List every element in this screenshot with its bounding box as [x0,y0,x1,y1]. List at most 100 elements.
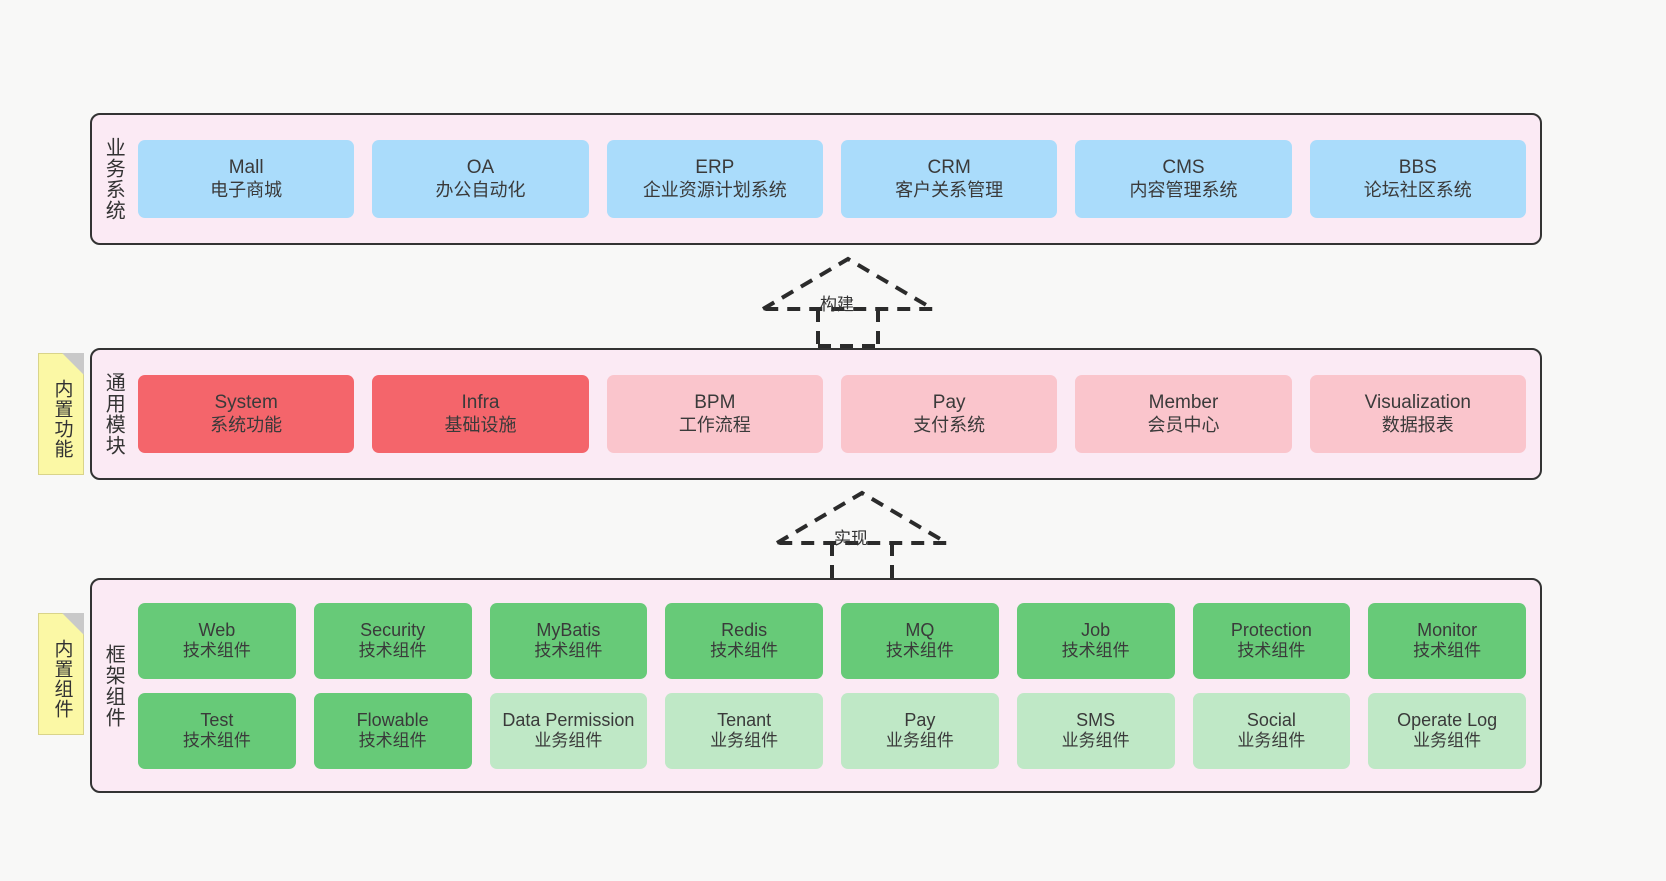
common-box-member-cn: 会员中心 [1147,414,1220,435]
common-box-bpm-en: BPM [694,391,736,413]
business-box-mall-cn: 电子商城 [210,179,283,200]
framework-box-redis[interactable]: Redis 技术组件 [665,602,823,679]
framework-box-tenant-cn: 业务组件 [710,731,779,751]
business-box-bbs-cn: 论坛社区系统 [1363,179,1472,200]
connector-implement-label: 实现 [834,529,868,548]
common-box-infra-cn: 基础设施 [444,414,517,435]
layer-business-system-title: 业务系统 [102,137,125,221]
framework-box-protection-cn: 技术组件 [1237,641,1306,661]
business-box-crm-cn: 客户关系管理 [895,179,1004,200]
common-box-visualization[interactable]: Visualization 数据报表 [1309,375,1526,453]
note-builtin-component: 内置组件 [38,613,84,735]
framework-box-web-en: Web [198,619,236,640]
note-builtin-function: 内置功能 [38,353,84,475]
business-box-erp[interactable]: ERP 企业资源计划系统 [606,140,823,218]
note-builtin-function-label: 内置功能 [51,379,73,459]
business-box-crm[interactable]: CRM 客户关系管理 [840,140,1058,218]
framework-box-social-cn: 业务组件 [1237,731,1306,751]
framework-box-test[interactable]: Test 技术组件 [138,692,296,769]
common-box-system[interactable]: System 系统功能 [138,375,355,453]
framework-box-monitor[interactable]: Monitor 技术组件 [1368,602,1526,679]
common-box-visualization-cn: 数据报表 [1381,414,1454,435]
common-box-infra-en: Infra [461,391,500,413]
business-box-erp-en: ERP [695,156,735,178]
business-box-bbs-en: BBS [1398,156,1437,178]
business-box-oa-en: OA [466,156,495,178]
framework-box-pay-en: Pay [904,709,936,730]
framework-box-operate-log[interactable]: Operate Log 业务组件 [1368,692,1526,769]
common-box-pay[interactable]: Pay 支付系统 [840,375,1058,453]
framework-box-test-en: Test [200,709,234,730]
business-box-bbs[interactable]: BBS 论坛社区系统 [1309,140,1526,218]
framework-box-flowable-cn: 技术组件 [358,731,427,751]
layer-common-module-title: 通用模块 [102,372,125,456]
framework-box-sms-en: SMS [1076,709,1116,730]
layer-framework-component-body: Web 技术组件 Security 技术组件 MyBatis 技术组件 Redi… [134,580,1540,791]
framework-box-redis-en: Redis [721,619,768,640]
framework-box-job-en: Job [1081,619,1111,640]
business-box-crm-en: CRM [927,156,971,178]
business-box-mall-en: Mall [228,156,264,178]
common-row-1: System 系统功能 Infra 基础设施 BPM 工作流程 Pay 支付系统… [138,375,1526,453]
framework-box-monitor-cn: 技术组件 [1413,641,1482,661]
business-box-oa[interactable]: OA 办公自动化 [372,140,589,218]
framework-box-mybatis[interactable]: MyBatis 技术组件 [489,602,648,679]
framework-box-sms[interactable]: SMS 业务组件 [1016,692,1175,769]
connector-implement: 实现 [769,488,955,582]
layer-common-module-body: System 系统功能 Infra 基础设施 BPM 工作流程 Pay 支付系统… [134,350,1540,478]
framework-box-tenant[interactable]: Tenant 业务组件 [665,692,823,769]
framework-box-security[interactable]: Security 技术组件 [313,602,472,679]
framework-box-social[interactable]: Social 业务组件 [1192,692,1351,769]
business-box-mall[interactable]: Mall 电子商城 [138,140,355,218]
common-box-pay-en: Pay [932,391,966,413]
framework-box-monitor-en: Monitor [1417,619,1478,640]
common-box-member[interactable]: Member 会员中心 [1075,375,1292,453]
framework-box-data-permission-en: Data Permission [502,709,635,730]
connector-build-arrow-icon [755,256,941,348]
common-box-bpm-cn: 工作流程 [678,414,751,435]
common-box-pay-cn: 支付系统 [913,414,986,435]
framework-box-operate-log-en: Operate Log [1397,709,1498,730]
framework-box-flowable-en: Flowable [356,709,429,730]
framework-box-redis-cn: 技术组件 [710,641,779,661]
framework-box-flowable[interactable]: Flowable 技术组件 [313,692,472,769]
framework-box-mq[interactable]: MQ 技术组件 [841,602,999,679]
business-box-oa-cn: 办公自动化 [435,179,526,200]
common-box-system-cn: 系统功能 [210,414,283,435]
framework-box-protection[interactable]: Protection 技术组件 [1192,602,1351,679]
framework-row-2: Test 技术组件 Flowable 技术组件 Data Permission … [138,692,1526,769]
business-box-erp-cn: 企业资源计划系统 [642,179,787,200]
framework-box-mybatis-en: MyBatis [536,619,601,640]
framework-box-sms-cn: 业务组件 [1061,731,1130,751]
framework-box-job-cn: 技术组件 [1061,641,1130,661]
framework-box-job[interactable]: Job 技术组件 [1016,602,1175,679]
layer-framework-component: 框架组件 Web 技术组件 Security 技术组件 MyBatis 技术组件… [90,578,1542,793]
common-box-member-en: Member [1148,391,1219,413]
common-box-system-en: System [214,391,278,413]
framework-box-security-cn: 技术组件 [358,641,427,661]
framework-box-security-en: Security [360,619,426,640]
connector-build-label: 构建 [820,295,854,314]
framework-box-tenant-en: Tenant [717,709,772,730]
framework-box-mq-en: MQ [905,619,935,640]
framework-box-test-cn: 技术组件 [182,731,251,751]
common-box-infra[interactable]: Infra 基础设施 [372,375,589,453]
framework-box-mybatis-cn: 技术组件 [534,641,603,661]
common-box-bpm[interactable]: BPM 工作流程 [606,375,823,453]
connector-build: 构建 [755,254,941,348]
framework-box-data-permission[interactable]: Data Permission 业务组件 [489,692,648,769]
layer-business-system-body: Mall 电子商城 OA 办公自动化 ERP 企业资源计划系统 CRM 客户关系… [134,115,1540,243]
layer-common-module: 通用模块 System 系统功能 Infra 基础设施 BPM 工作流程 Pay… [90,348,1542,480]
framework-box-pay-cn: 业务组件 [885,731,954,751]
business-box-cms-en: CMS [1162,156,1205,178]
framework-box-protection-en: Protection [1230,619,1312,640]
business-box-cms[interactable]: CMS 内容管理系统 [1075,140,1292,218]
business-row-1: Mall 电子商城 OA 办公自动化 ERP 企业资源计划系统 CRM 客户关系… [138,140,1526,218]
framework-box-pay[interactable]: Pay 业务组件 [841,692,999,769]
framework-box-social-en: Social [1246,709,1296,730]
framework-row-1: Web 技术组件 Security 技术组件 MyBatis 技术组件 Redi… [138,602,1526,679]
framework-box-operate-log-cn: 业务组件 [1413,731,1482,751]
note-builtin-component-label: 内置组件 [51,639,73,719]
framework-box-web[interactable]: Web 技术组件 [138,602,296,679]
